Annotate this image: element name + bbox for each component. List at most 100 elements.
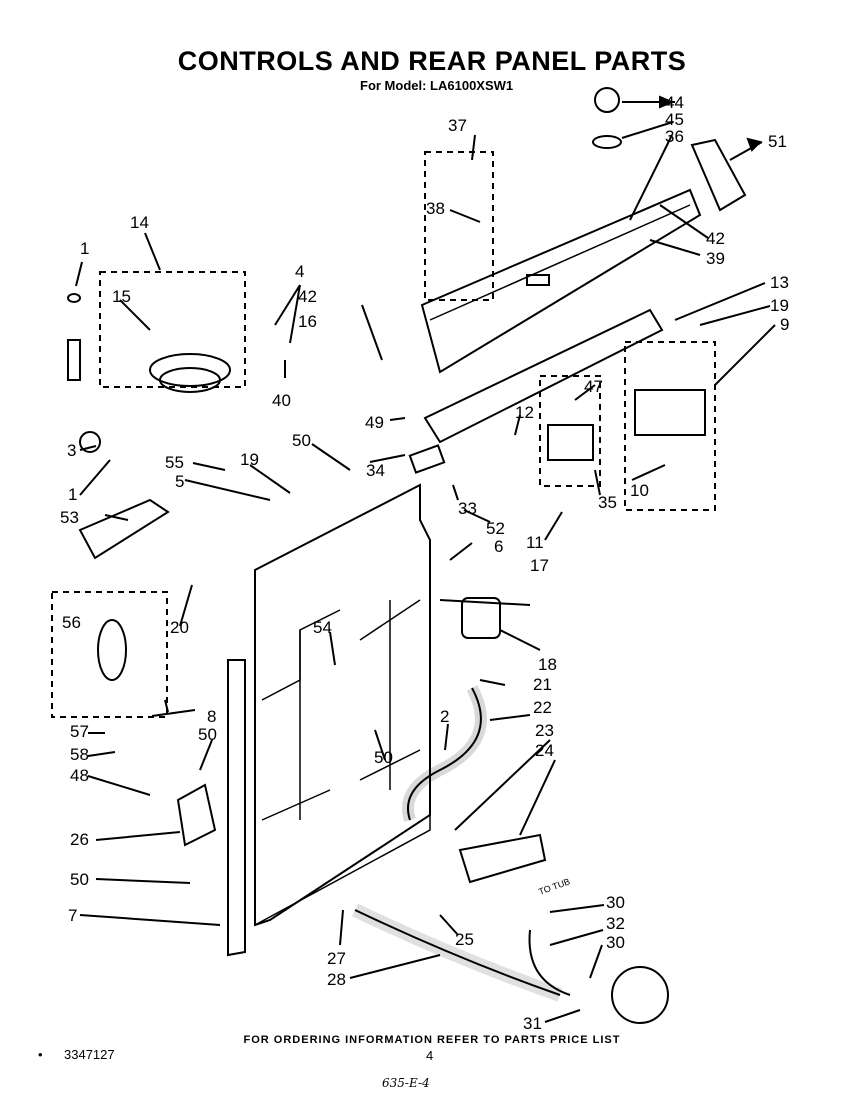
callout-42b: 42 [706,229,725,248]
rear-panel [254,483,431,927]
callout-24: 24 [535,741,554,760]
callout-23: 23 [535,721,554,740]
drain-hose-group-box [51,591,168,718]
switch-group-box [539,375,601,487]
callout-25: 25 [455,930,474,949]
callout-54: 54 [313,618,332,637]
callout-17: 17 [530,556,549,575]
callout-39: 39 [706,249,725,268]
callout-20: 20 [170,618,189,637]
callout-51: 51 [768,132,787,151]
callout-38: 38 [426,199,445,218]
callout-35: 35 [598,493,617,512]
timer-knob [594,87,620,113]
pump [611,966,669,1024]
callout-47: 47 [584,377,603,396]
inlet-hose [407,687,482,821]
hose-guide-bracket [176,783,217,847]
callout-21: 21 [533,675,552,694]
callout-16: 16 [298,312,317,331]
callout-50c: 50 [198,725,217,744]
console-window [526,274,550,286]
console-bracket [423,308,664,444]
callout-50d: 50 [70,870,89,889]
page-number: 4 [426,1048,434,1063]
ordering-note: FOR ORDERING INFORMATION REFER TO PARTS … [243,1034,621,1046]
model-subtitle: For Model: LA6100XSW1 [360,78,514,93]
water-valve [461,597,501,639]
drain-hose-28 [354,909,561,996]
callout-50b: 50 [374,748,393,767]
callout-10: 10 [630,481,649,500]
inlet-screen [67,339,81,381]
callout-50: 50 [292,431,311,450]
handwritten-note: 635-E-4 [382,1076,430,1090]
callout-15: 15 [112,287,131,306]
base-plate [78,498,170,560]
callout-3: 3 [67,441,76,460]
callout-28: 28 [327,970,346,989]
hose-washer [79,431,101,453]
callout-18: 18 [538,655,557,674]
callout-30: 30 [606,893,625,912]
selector-switch [547,424,594,461]
callout-22: 22 [533,698,552,717]
document-number: 3347127 [64,1047,115,1062]
callout-34: 34 [366,461,385,480]
callout-27: 27 [327,949,346,968]
to-tub-label: TO TUB [537,876,571,897]
callout-1: 1 [80,239,89,258]
exploded-parts-diagram: 1 14 15 3 1 53 4 42 16 40 55 5 19 50 49 … [51,87,789,1030]
callout-14: 14 [130,213,149,232]
callout-26: 26 [70,830,89,849]
callout-40: 40 [272,391,291,410]
callout-52: 52 [486,519,505,538]
bullet-mark: • [38,1047,43,1062]
callout-2: 2 [440,707,449,726]
hose-bracket [458,833,547,884]
washer-1 [67,293,81,303]
callout-44: 44 [665,93,684,112]
callout-19b: 19 [770,296,789,315]
side-trim-strip [227,659,246,957]
callout-4: 4 [295,262,304,281]
tub-hose [528,929,571,996]
callout-30b: 30 [606,933,625,952]
callout-8: 8 [207,707,216,726]
callout-57: 57 [70,722,89,741]
callout-6: 6 [494,537,503,556]
page-title: CONTROLS AND REAR PANEL PARTS [177,46,687,76]
grommet-sleeve [408,444,446,474]
drain-hose [97,619,127,681]
callout-49: 49 [365,413,384,432]
power-cord [149,353,231,387]
callout-1b: 1 [68,485,77,504]
timer-dial [592,135,622,149]
callout-13: 13 [770,273,789,292]
callout-11: 11 [526,533,544,552]
callout-48: 48 [70,766,89,785]
callout-42: 42 [298,287,317,306]
callout-31: 31 [523,1014,542,1030]
callout-53: 53 [60,508,79,527]
callout-32: 32 [606,914,625,933]
callout-33: 33 [458,499,477,518]
callout-55: 55 [165,453,184,472]
callout-9: 9 [780,315,789,334]
callout-19: 19 [240,450,259,469]
timer [634,389,706,436]
cord-kit-group-box [99,271,246,388]
callout-5: 5 [175,472,184,491]
callout-12: 12 [515,403,534,422]
timer-group-box [624,341,716,511]
callout-37: 37 [448,116,467,135]
console-end-cap [690,138,747,212]
callout-45: 45 [665,110,684,129]
control-console [420,188,702,374]
callout-58: 58 [70,745,89,764]
callout-36: 36 [665,127,684,146]
callout-56: 56 [62,613,81,632]
knob-group-box [424,151,494,301]
callout-numbers: 1 14 15 3 1 53 4 42 16 40 55 5 19 50 49 … [60,93,789,1030]
